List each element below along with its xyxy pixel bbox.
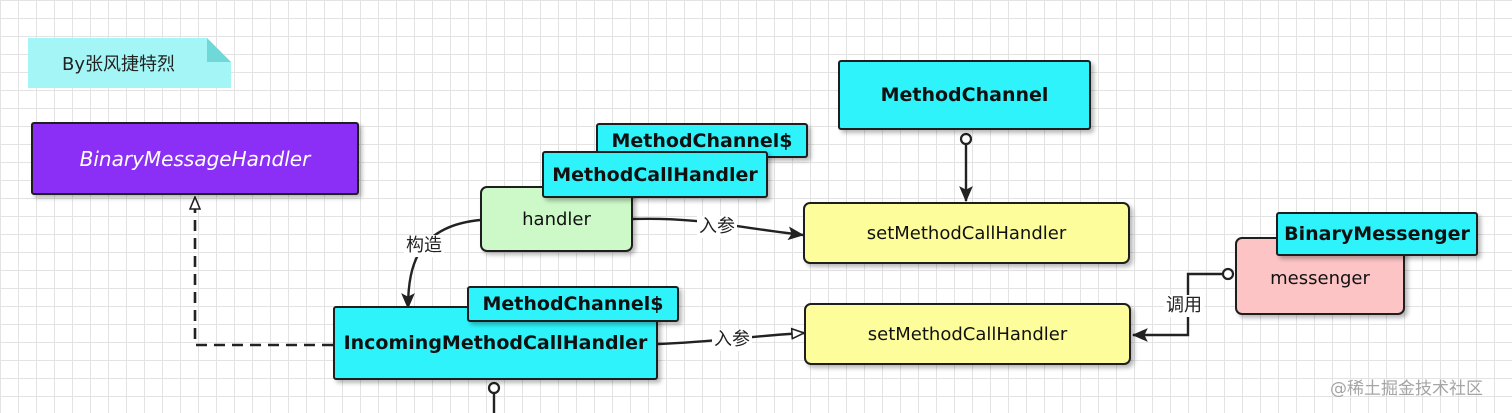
author-note: By张风捷特烈 [28, 38, 231, 88]
author-note-text: By张风捷特烈 [62, 54, 176, 75]
method-call-handler-tag-label: MethodCallHandler [552, 163, 758, 186]
set-method-call-handler-bottom-label: setMethodCallHandler [867, 323, 1068, 345]
method-channel-tag-bottom: MethodChannel$ [467, 286, 679, 322]
edge-implements [195, 197, 333, 347]
binary-message-handler-node: BinaryMessageHandler [31, 122, 359, 195]
incoming-method-call-handler-label: IncomingMethodCallHandler [343, 332, 648, 354]
set-method-call-handler-top-node: setMethodCallHandler [803, 202, 1130, 264]
edge-label-construct: 构造 [404, 235, 444, 257]
method-channel-tag-bottom-label: MethodChannel$ [482, 293, 664, 315]
messenger-label: messenger [1270, 267, 1370, 289]
set-method-call-handler-bottom-node: setMethodCallHandler [804, 303, 1131, 365]
edge-label-param-top: 入参 [697, 216, 737, 238]
method-channel-tag-top-label: MethodChannel$ [611, 129, 793, 152]
edge-label-call: 调用 [1164, 295, 1204, 317]
method-call-handler-tag: MethodCallHandler [542, 151, 768, 198]
method-channel-label: MethodChannel [880, 84, 1049, 106]
edge-origin-dot [1221, 267, 1235, 281]
method-channel-node: MethodChannel [838, 60, 1091, 130]
edge-label-param-bottom: 入参 [712, 329, 752, 351]
handler-label: handler [522, 208, 591, 230]
edge-origin-dot [959, 132, 973, 146]
set-method-call-handler-top-label: setMethodCallHandler [866, 222, 1067, 244]
binary-messenger-tag: BinaryMessenger [1276, 212, 1478, 256]
edge-origin-dot [487, 381, 501, 395]
binary-messenger-tag-label: BinaryMessenger [1284, 223, 1470, 245]
binary-message-handler-label: BinaryMessageHandler [79, 146, 311, 171]
watermark: @稀土掘金技术社区 [1330, 379, 1483, 399]
